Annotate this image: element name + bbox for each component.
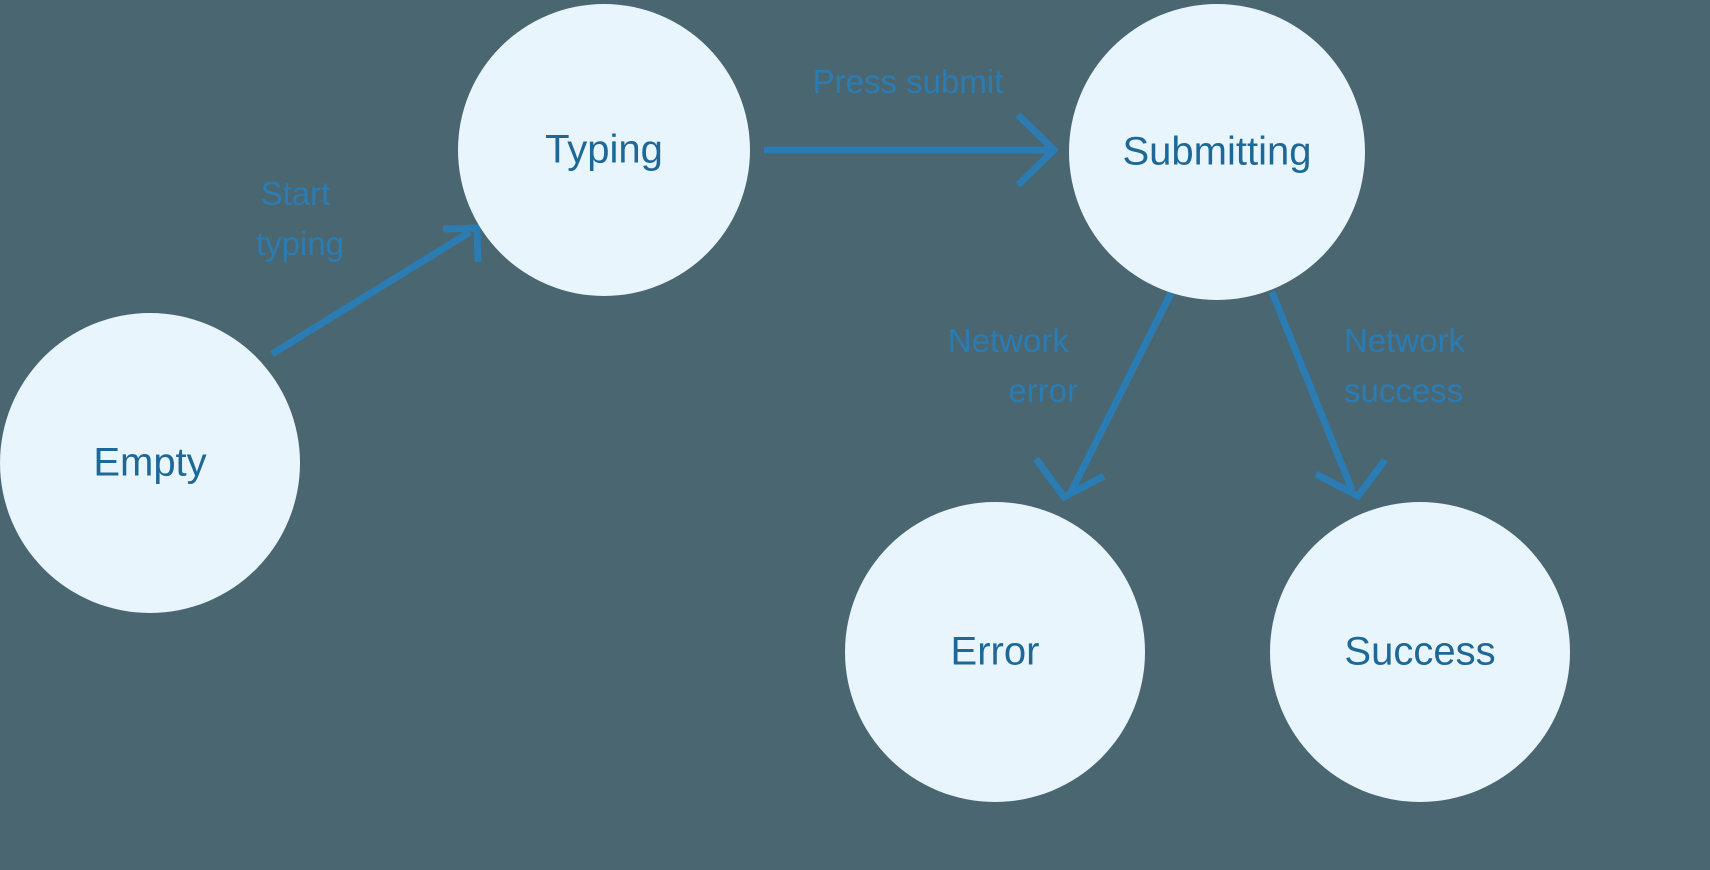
transition-submitting-to-success-label: Network success [1344, 322, 1474, 409]
state-node-success[interactable]: Success [1270, 502, 1570, 802]
state-node-submitting-label: Submitting [1123, 130, 1312, 174]
transition-submitting-to-error-line [1067, 291, 1175, 494]
transition-submitting-to-success-arrowhead [1314, 457, 1388, 501]
transition-label-line: error [1008, 372, 1078, 409]
transition-empty-to-typing-label: Start typing [256, 175, 344, 262]
transition-typing-to-submitting-arrowhead [1015, 112, 1060, 188]
transition-typing-to-submitting: Press submit [764, 63, 1060, 188]
state-node-typing-circle[interactable] [458, 4, 750, 296]
transition-label-line: Network [948, 322, 1070, 359]
state-node-typing[interactable]: Typing [458, 4, 750, 296]
state-node-error-circle[interactable] [845, 502, 1145, 802]
transition-label-line: Press submit [813, 63, 1004, 100]
transition-typing-to-submitting-label: Press submit [813, 63, 1004, 100]
state-node-empty[interactable]: Empty [0, 313, 300, 613]
state-node-empty-circle[interactable] [0, 313, 300, 613]
transition-submitting-to-error-arrowhead [1033, 456, 1106, 502]
state-node-submitting-circle[interactable] [1069, 4, 1365, 300]
transition-label-line: Start [261, 175, 331, 212]
state-node-error[interactable]: Error [845, 502, 1145, 802]
state-node-submitting[interactable]: Submitting [1069, 4, 1365, 300]
transition-label-line: typing [256, 225, 344, 262]
transition-empty-to-typing-line [270, 229, 472, 357]
state-node-empty-label: Empty [93, 441, 206, 485]
state-node-error-label: Error [951, 630, 1040, 674]
transition-submitting-to-success: Network success [1268, 290, 1474, 501]
state-node-typing-label: Typing [545, 128, 663, 172]
transition-empty-to-typing-arrowhead [442, 224, 482, 263]
state-node-success-label: Success [1344, 630, 1495, 674]
transition-label-line: Network [1344, 322, 1466, 359]
transition-submitting-to-success-line [1268, 290, 1356, 492]
transition-submitting-to-error: Network error [948, 291, 1175, 502]
transition-submitting-to-error-label: Network error [948, 322, 1078, 409]
transition-empty-to-typing: Start typing [256, 175, 482, 357]
state-node-success-circle[interactable] [1270, 502, 1570, 802]
transition-label-line: success [1344, 372, 1463, 409]
